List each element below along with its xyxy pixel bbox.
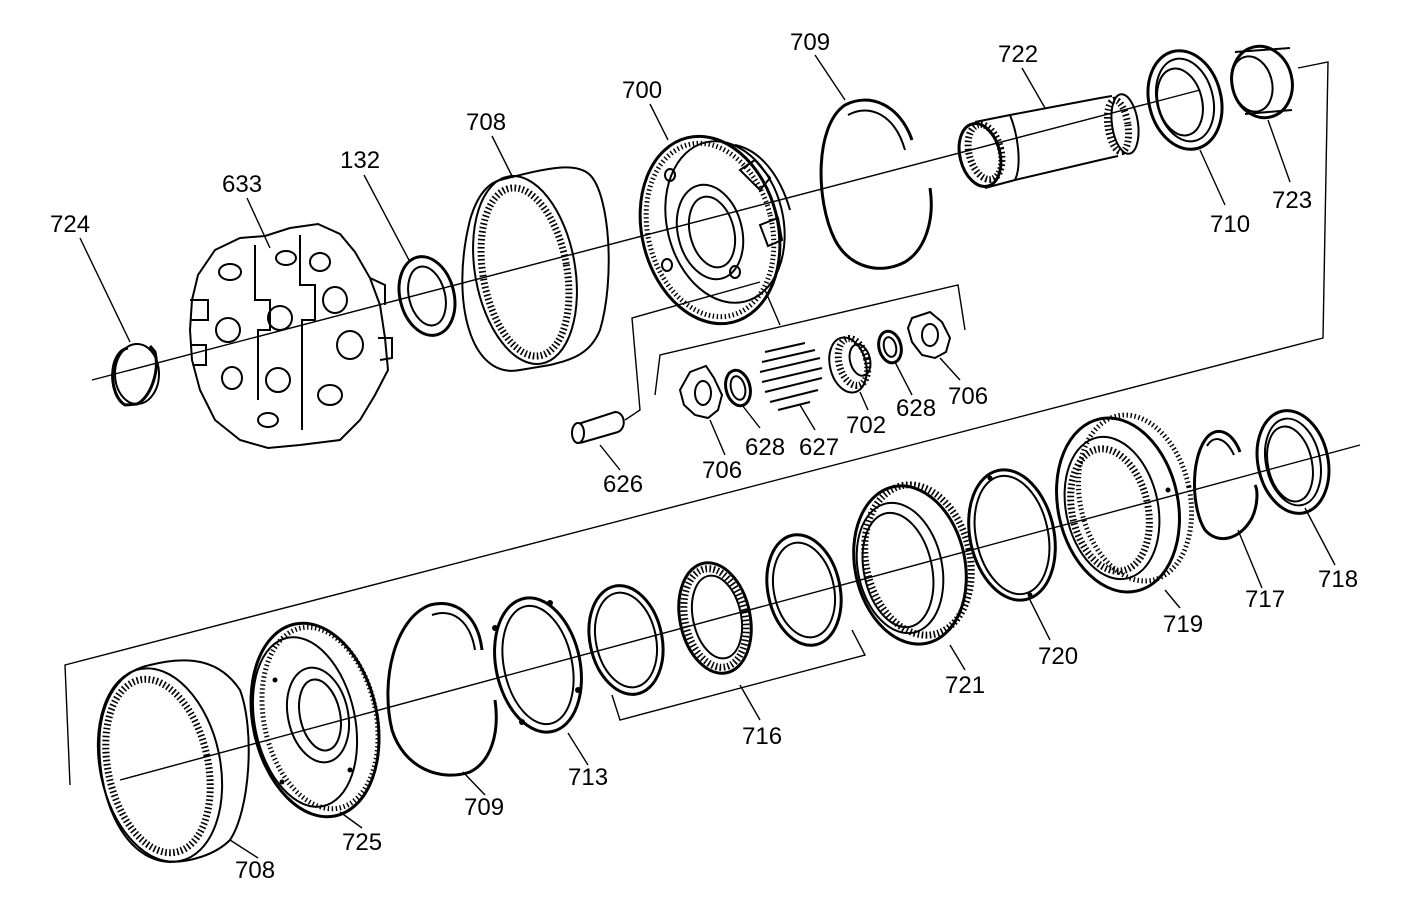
label-700: 700 bbox=[622, 77, 662, 104]
part-709-snap-ring-bottom bbox=[386, 602, 498, 777]
part-633-carrier-drum bbox=[188, 222, 393, 450]
part-628-washer-right bbox=[877, 329, 903, 365]
part-724-snap-ring bbox=[111, 343, 160, 407]
label-713: 713 bbox=[568, 764, 608, 791]
part-706-thrust-washer-right bbox=[906, 310, 952, 360]
part-710-seal-ring bbox=[1146, 49, 1224, 151]
label-132: 132 bbox=[340, 147, 380, 174]
carrier-internals-bracket bbox=[624, 281, 966, 421]
part-627-needle-bearing bbox=[759, 342, 823, 411]
label-702: 702 bbox=[846, 412, 886, 439]
label-628-left: 628 bbox=[745, 434, 785, 461]
label-724: 724 bbox=[50, 211, 90, 238]
label-709-bottom: 709 bbox=[464, 794, 504, 821]
label-722: 722 bbox=[998, 41, 1038, 68]
label-628-right: 628 bbox=[896, 395, 936, 422]
part-708-internal-ring-gear-top bbox=[461, 166, 610, 372]
part-723-bushing bbox=[1230, 44, 1294, 120]
part-labels: 724 633 132 708 700 709 722 710 723 626 … bbox=[50, 29, 1358, 884]
part-717-snap-ring bbox=[1193, 429, 1259, 540]
label-721: 721 bbox=[945, 672, 985, 699]
part-719-clutch-housing bbox=[1055, 412, 1195, 594]
label-725: 725 bbox=[342, 829, 382, 856]
label-723: 723 bbox=[1272, 187, 1312, 214]
label-709-top: 709 bbox=[790, 29, 830, 56]
label-708-top: 708 bbox=[466, 109, 506, 136]
label-627: 627 bbox=[799, 434, 839, 461]
label-706-right: 706 bbox=[948, 383, 988, 410]
part-716-clutch-pack bbox=[587, 533, 867, 721]
label-626: 626 bbox=[603, 471, 643, 498]
label-720: 720 bbox=[1038, 643, 1078, 670]
part-709-snap-ring-top bbox=[819, 98, 933, 270]
part-706-thrust-washer-left bbox=[678, 364, 724, 420]
part-702-pinion-gear bbox=[828, 334, 872, 394]
part-132-thrust-washer bbox=[397, 255, 457, 337]
part-713-backing-plate bbox=[492, 596, 583, 734]
label-716: 716 bbox=[742, 723, 782, 750]
label-706-left: 706 bbox=[702, 457, 742, 484]
part-708-internal-ring-gear-bottom bbox=[96, 659, 250, 864]
part-721-clutch-hub bbox=[852, 481, 975, 646]
label-708-bottom: 708 bbox=[235, 857, 275, 884]
part-725-carrier bbox=[249, 621, 381, 819]
part-722-input-shaft bbox=[957, 93, 1140, 189]
leader-lines bbox=[79, 54, 1336, 859]
part-628-washer-left bbox=[724, 368, 752, 408]
label-710: 710 bbox=[1210, 211, 1250, 238]
label-719: 719 bbox=[1163, 611, 1203, 638]
label-717: 717 bbox=[1245, 586, 1285, 613]
label-718: 718 bbox=[1318, 566, 1358, 593]
part-626-pinion-pin bbox=[571, 410, 625, 444]
part-700-carrier-assembly bbox=[638, 134, 791, 326]
label-633: 633 bbox=[222, 171, 262, 198]
part-718-seal bbox=[1255, 409, 1331, 515]
part-720-snap-ring bbox=[967, 468, 1057, 602]
